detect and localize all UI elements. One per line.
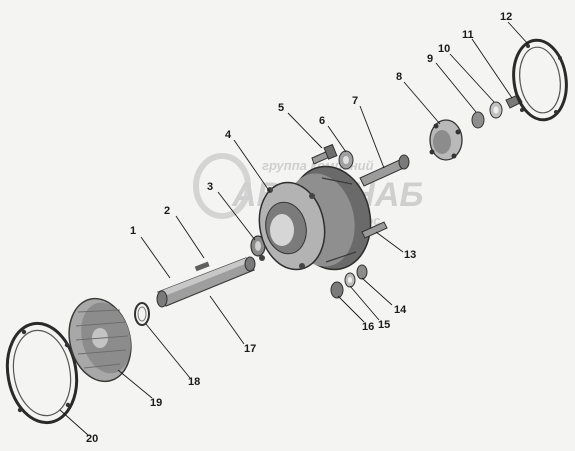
part-12-gasket [512, 38, 568, 122]
callout-16: 16 [362, 321, 374, 333]
callout-3: 3 [207, 181, 213, 193]
watermark-logo-ring [193, 153, 251, 219]
part-14-nut [356, 264, 368, 280]
part-10-washer [489, 101, 503, 119]
callout-4: 4 [225, 129, 232, 141]
callout-12: 12 [500, 11, 512, 23]
part-20-outer [5, 321, 79, 425]
part-7-stud [359, 154, 410, 187]
callout-8: 8 [396, 71, 402, 83]
part-20-inner [12, 329, 72, 417]
callout-20: 20 [86, 433, 98, 445]
leader-lines [59, 21, 529, 436]
part-6-washer [338, 150, 354, 170]
part-17-shaft [156, 256, 256, 308]
part-13-bolt [361, 221, 388, 239]
callout-2: 2 [164, 205, 170, 217]
callout-6: 6 [319, 115, 325, 127]
callout-1: 1 [130, 225, 136, 237]
part-8-flange [429, 119, 463, 161]
callout-labels: 1 2 3 4 5 6 7 8 9 10 11 12 13 14 15 16 1… [86, 11, 512, 445]
callout-17: 17 [244, 343, 256, 355]
part-9-nut [471, 111, 485, 129]
part-15-washer [344, 272, 356, 288]
part-4-housing [258, 165, 372, 271]
callout-18: 18 [188, 376, 200, 388]
callout-14: 14 [394, 304, 407, 316]
callout-15: 15 [378, 319, 390, 331]
part-5-bolt [311, 143, 338, 165]
callout-10: 10 [438, 43, 450, 55]
callout-5: 5 [278, 102, 284, 114]
part-20-gasket [5, 321, 79, 425]
callout-11: 11 [462, 29, 474, 41]
callout-9: 9 [427, 53, 433, 65]
callout-7: 7 [352, 95, 358, 107]
callout-13: 13 [404, 249, 416, 261]
part-19-cover [68, 297, 132, 383]
part-16-nut [330, 281, 344, 299]
callout-19: 19 [150, 397, 162, 409]
part-18-ring [134, 302, 150, 326]
